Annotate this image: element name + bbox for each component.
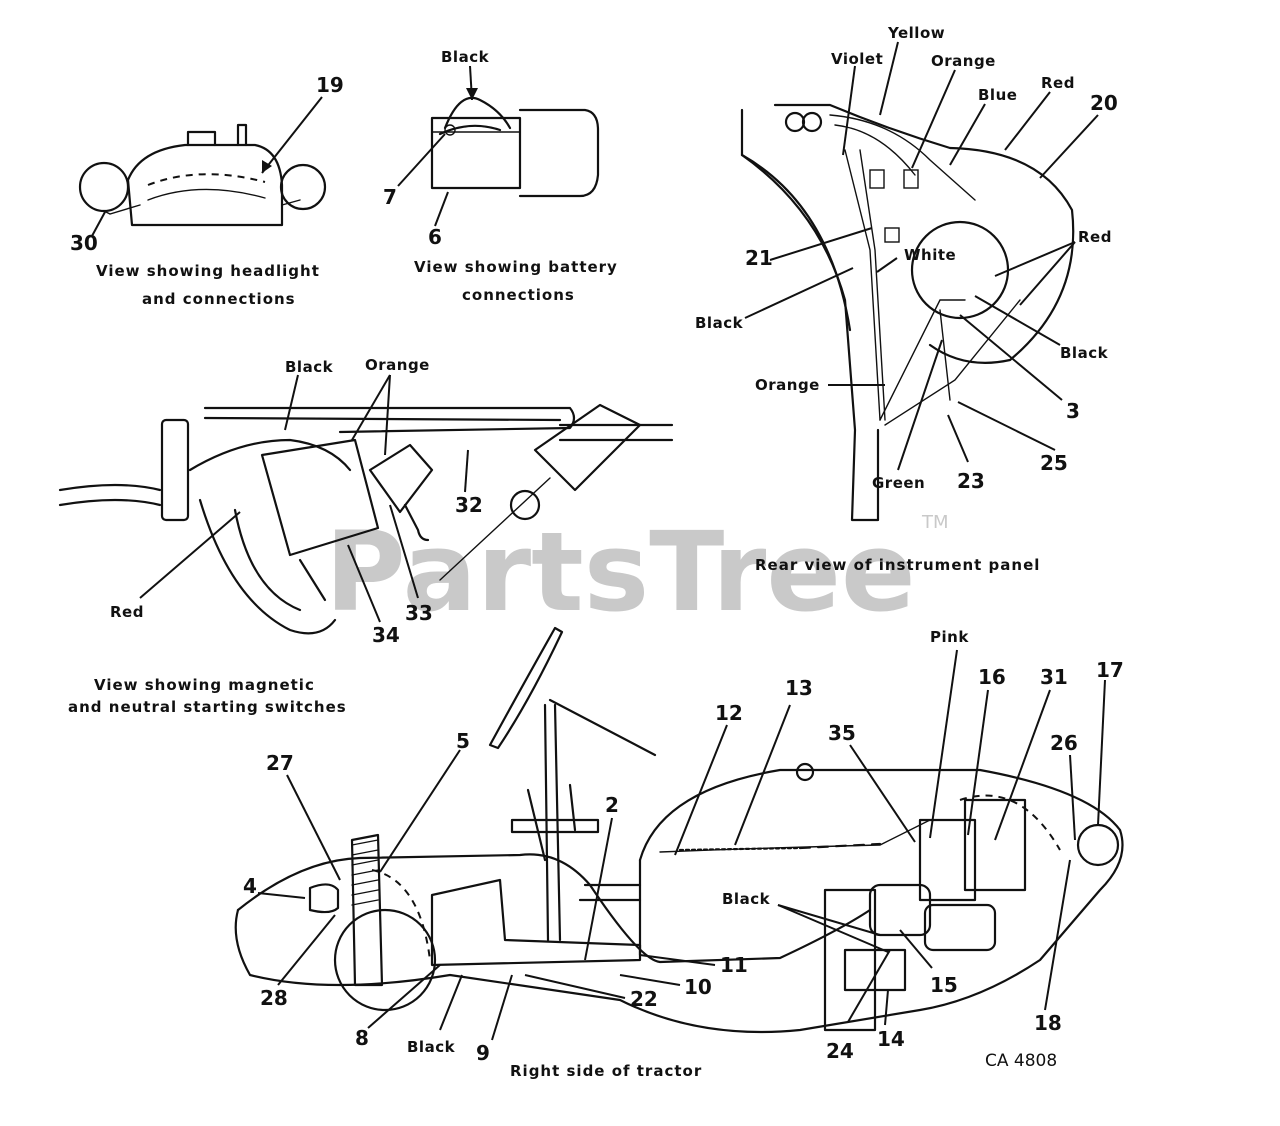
callout-27: 27 <box>266 751 294 775</box>
switches-caption-1: View showing magnetic <box>94 676 315 694</box>
callout-3: 3 <box>1066 399 1080 423</box>
switches-view: Black Orange Red 32 33 34 View showing m… <box>58 356 674 716</box>
ip-wire-orange-bottom: Orange <box>755 376 820 394</box>
headlight-caption-2: and connections <box>142 290 296 308</box>
callout-18: 18 <box>1034 1011 1062 1035</box>
tractor-wire-black-engine: Black <box>722 890 771 908</box>
callout-25: 25 <box>1040 451 1068 475</box>
battery-wire-black: Black <box>441 48 490 66</box>
callout-4: 4 <box>243 874 257 898</box>
callout-16: 16 <box>978 665 1006 689</box>
callout-32: 32 <box>455 493 483 517</box>
callout-26: 26 <box>1050 731 1078 755</box>
callout-12: 12 <box>715 701 743 725</box>
battery-caption-2: connections <box>462 286 575 304</box>
callout-9: 9 <box>476 1041 490 1065</box>
callout-17: 17 <box>1096 658 1124 682</box>
callout-6: 6 <box>428 225 442 249</box>
callout-15: 15 <box>930 973 958 997</box>
ip-wire-black-right: Black <box>1060 344 1109 362</box>
headlight-caption-1: View showing headlight <box>96 262 320 280</box>
ip-wire-violet: Violet <box>831 50 883 68</box>
callout-13: 13 <box>785 676 813 700</box>
callout-23: 23 <box>957 469 985 493</box>
callout-7: 7 <box>383 185 397 209</box>
tractor-wire-pink: Pink <box>930 628 969 646</box>
callout-34: 34 <box>372 623 400 647</box>
ip-wire-red-top: Red <box>1041 74 1075 92</box>
ip-wire-yellow: Yellow <box>887 24 945 42</box>
callout-30: 30 <box>70 231 98 255</box>
callout-14: 14 <box>877 1027 905 1051</box>
callout-10: 10 <box>684 975 712 999</box>
ip-wire-white: White <box>904 246 956 264</box>
callout-24: 24 <box>826 1039 854 1063</box>
tractor-wire-black-frame: Black <box>407 1038 456 1056</box>
headlight-view: 19 30 View showing headlight and connect… <box>70 73 344 308</box>
drawing-code: CA 4808 <box>985 1051 1057 1071</box>
callout-33: 33 <box>405 601 433 625</box>
ip-wire-red-right: Red <box>1078 228 1112 246</box>
callout-2: 2 <box>605 793 619 817</box>
battery-caption-1: View showing battery <box>414 258 618 276</box>
battery-view: Black 7 6 View showing battery connectio… <box>383 48 618 304</box>
callout-21: 21 <box>745 246 773 270</box>
instrument-panel-view: Violet Yellow Orange Blue Red White Red … <box>695 24 1118 574</box>
ip-wire-black-left: Black <box>695 314 744 332</box>
sw-wire-red: Red <box>110 603 144 621</box>
callout-22: 22 <box>630 987 658 1011</box>
sw-wire-orange: Orange <box>365 356 430 374</box>
callout-19: 19 <box>316 73 344 97</box>
callout-35: 35 <box>828 721 856 745</box>
ip-wire-orange-top: Orange <box>931 52 996 70</box>
callout-28: 28 <box>260 986 288 1010</box>
instrument-panel-caption: Rear view of instrument panel <box>755 556 1040 574</box>
callout-20: 20 <box>1090 91 1118 115</box>
sw-wire-black: Black <box>285 358 334 376</box>
watermark-brand: PartsTree <box>325 508 916 636</box>
watermark-tm: TM <box>921 512 949 533</box>
callout-5: 5 <box>456 729 470 753</box>
tractor-view: Pink Black Black 27 5 2 12 13 35 16 31 1… <box>234 626 1124 1080</box>
callout-11: 11 <box>720 953 748 977</box>
tractor-caption: Right side of tractor <box>510 1062 702 1080</box>
ip-wire-blue: Blue <box>978 86 1017 104</box>
ip-wire-green: Green <box>872 474 925 492</box>
callout-31: 31 <box>1040 665 1068 689</box>
switches-caption-2: and neutral starting switches <box>68 698 347 716</box>
callout-8: 8 <box>355 1026 369 1050</box>
